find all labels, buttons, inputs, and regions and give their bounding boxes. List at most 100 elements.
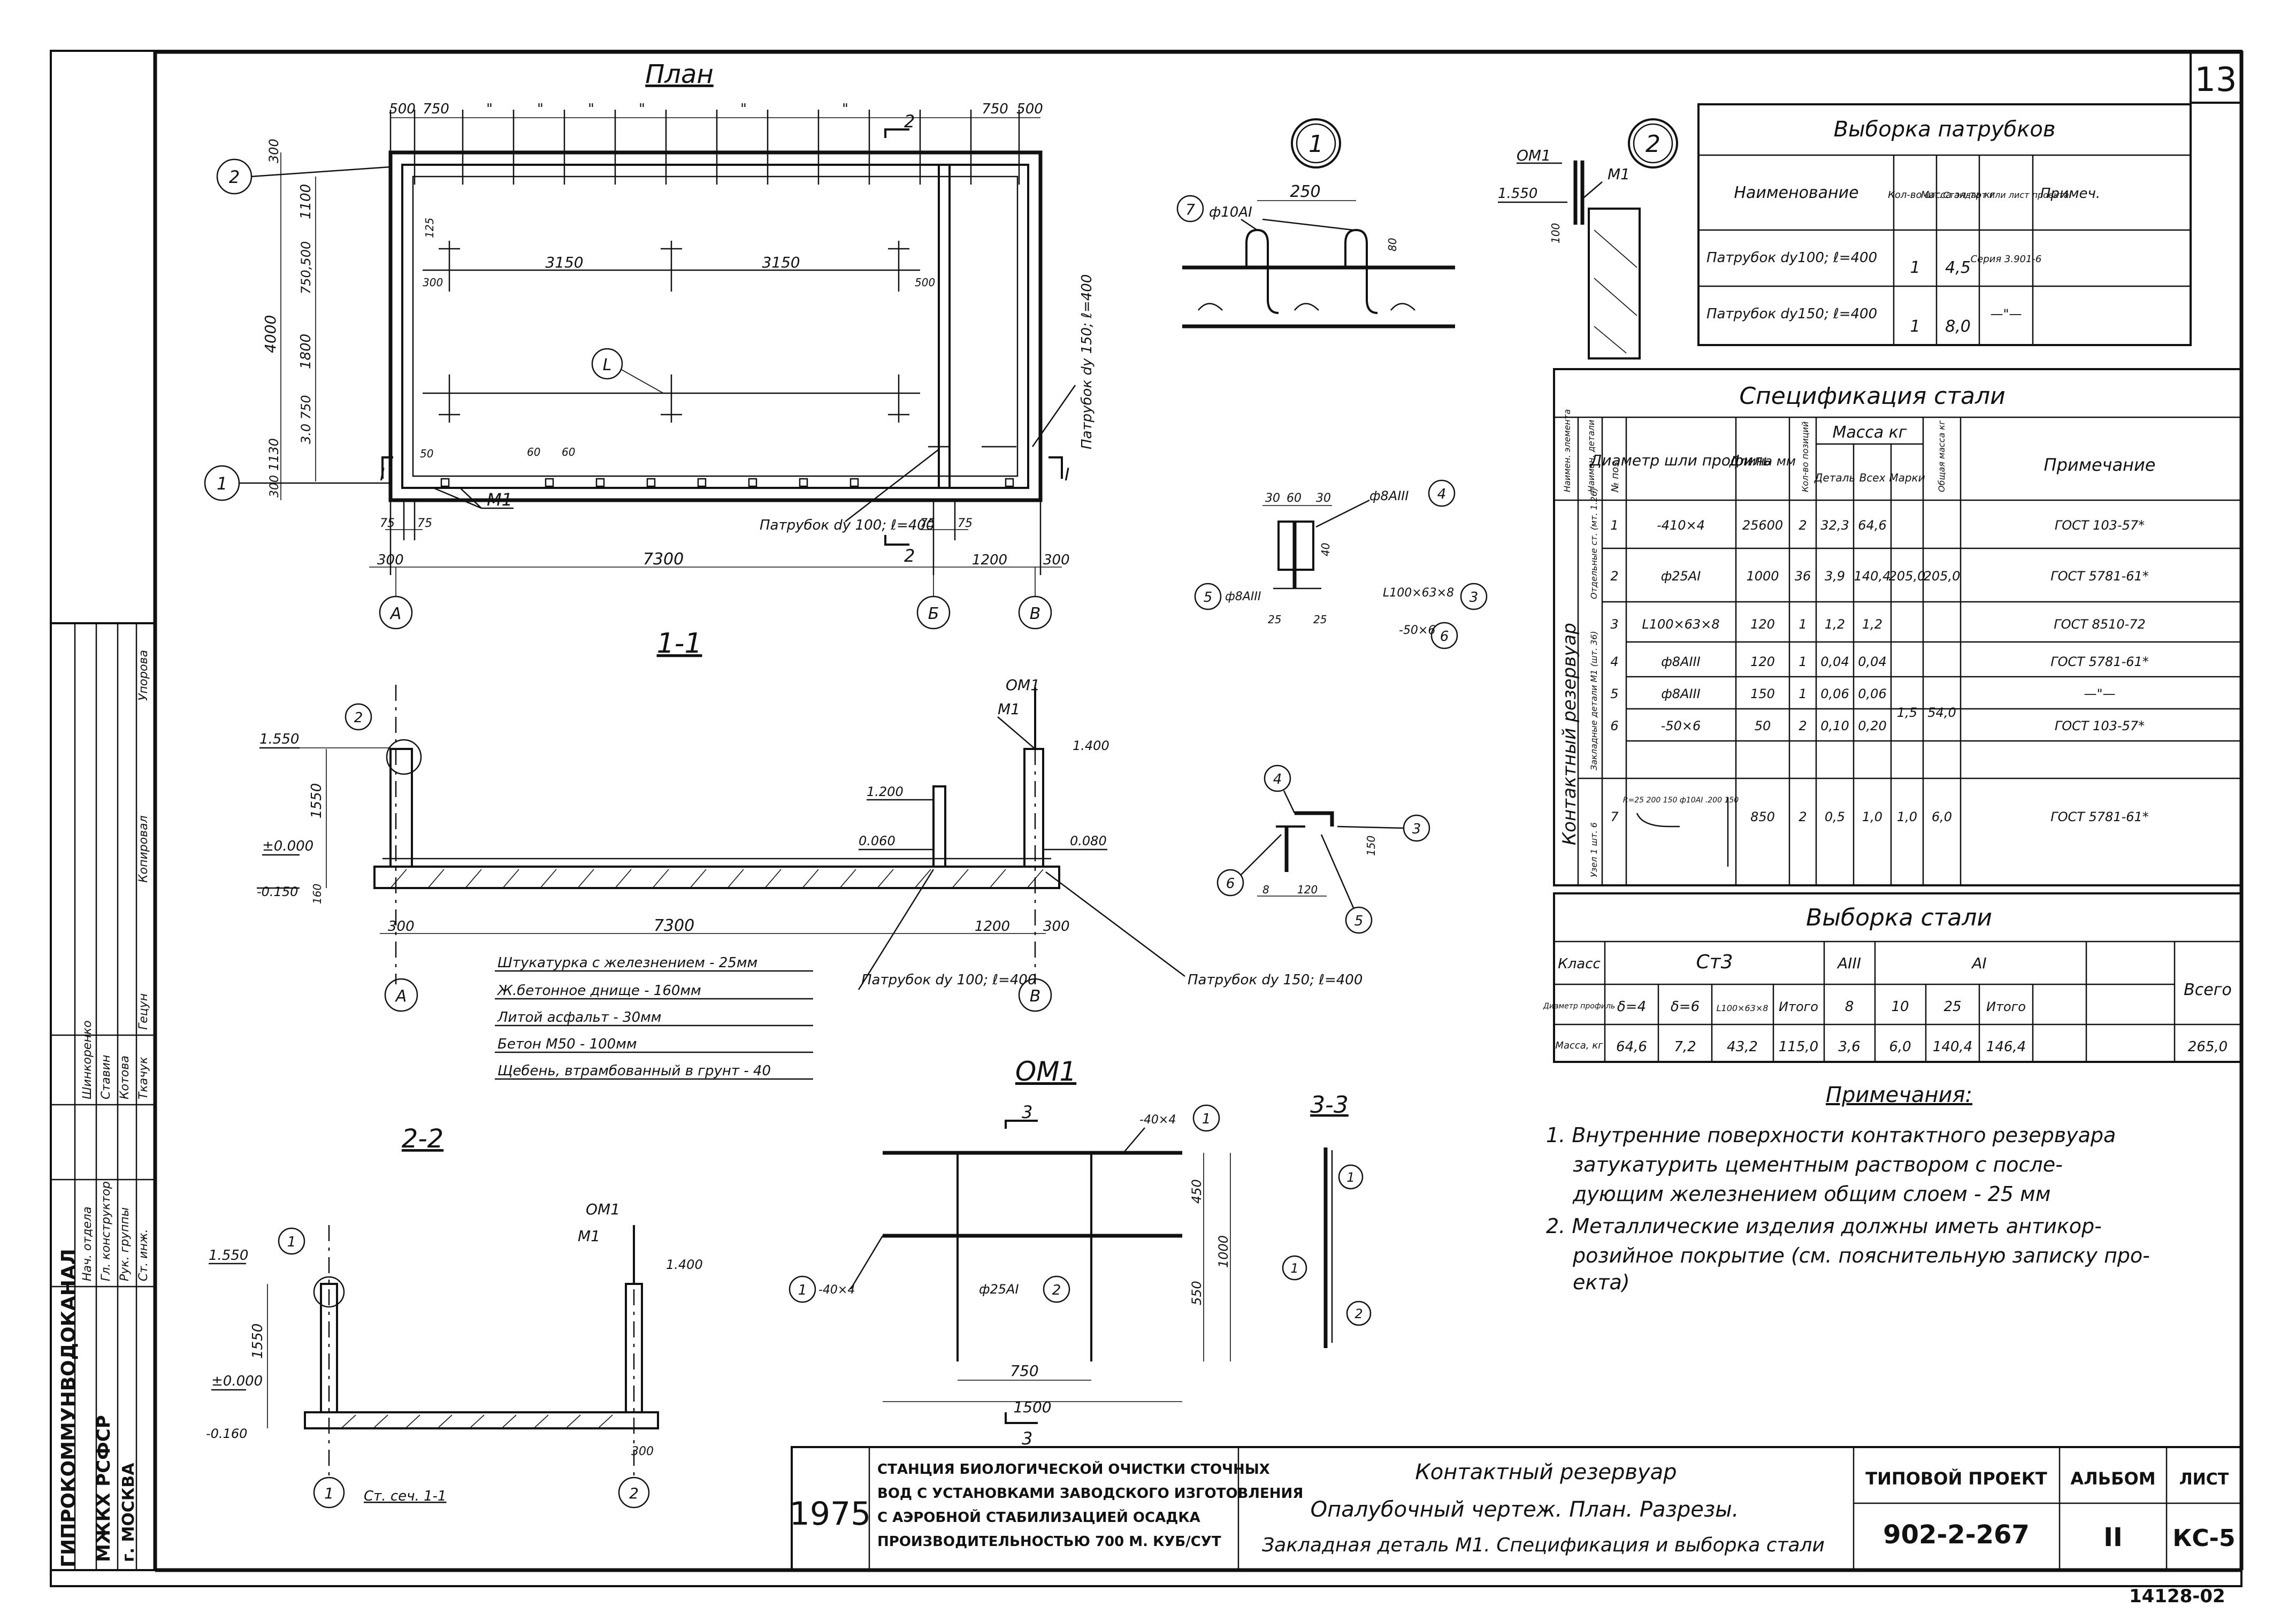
svg-text:6: 6 — [1226, 876, 1235, 892]
svg-text:ГИПРОКОММУНВОДОКАНАЛ: ГИПРОКОММУНВОДОКАНАЛ — [58, 1249, 80, 1567]
svg-text:Узел 1 шт. 6: Узел 1 шт. 6 — [1589, 822, 1599, 877]
svg-text:Патрубок dу150; ℓ=400: Патрубок dу150; ℓ=400 — [1706, 306, 1877, 322]
svg-text:Всего: Всего — [2184, 981, 2232, 999]
svg-text:Патрубок dу100; ℓ=400: Патрубок dу100; ℓ=400 — [1706, 250, 1877, 266]
steel-select-table: Выборка стали Класс Ст3 АIII АI Всего Ди… — [1543, 892, 2243, 1063]
svg-text:1: 1 — [1290, 1261, 1298, 1276]
svg-text:10: 10 — [1891, 999, 1909, 1015]
svg-text:300: 300 — [1043, 552, 1070, 568]
svg-text:75: 75 — [920, 517, 935, 530]
svg-text:ОМ1: ОМ1 — [1006, 676, 1040, 694]
section-1-1: 1-1 1.550 ±0.000 -0.150 — [257, 628, 1363, 1080]
svg-text:Бетон М50 - 100мм: Бетон М50 - 100мм — [498, 1036, 637, 1052]
svg-text:Литой асфальт - 30мм: Литой асфальт - 30мм — [497, 1009, 661, 1026]
svg-text:Котова: Котова — [118, 1055, 132, 1099]
svg-text:0.060: 0.060 — [859, 833, 896, 848]
plan-title: План — [645, 59, 714, 89]
svg-text:50: 50 — [1755, 718, 1771, 733]
svg-text:5: 5 — [1354, 913, 1364, 929]
svg-text:Патрубок dу 100; ℓ=400: Патрубок dу 100; ℓ=400 — [861, 972, 1036, 988]
svg-text:АIII: АIII — [1836, 954, 1861, 972]
svg-text:150: 150 — [1365, 836, 1377, 856]
svg-text:1: 1 — [1308, 131, 1323, 158]
section-3-3: 3-3 1 1 2 — [1282, 1091, 1372, 1348]
steel-select-title: Выборка стали — [1806, 904, 1992, 931]
title-block: 1975 СТАНЦИЯ БИОЛОГИЧЕСКОЙ ОЧИСТКИ СТОЧН… — [790, 1446, 2243, 1607]
svg-text:Общая масса кг: Общая масса кг — [1937, 420, 1947, 492]
svg-text:Шинкоренко: Шинкоренко — [81, 1020, 94, 1099]
svg-text:Упорова: Упорова — [137, 650, 150, 701]
svg-text:2: 2 — [1646, 131, 1660, 158]
svg-text:500: 500 — [389, 101, 416, 117]
svg-text:146,4: 146,4 — [1986, 1039, 2026, 1055]
axis-V-plan: В — [1030, 605, 1041, 623]
svg-text:7: 7 — [1185, 201, 1195, 218]
svg-text:Ж.бетонное днище - 160мм: Ж.бетонное днище - 160мм — [496, 983, 701, 999]
svg-text:750,500: 750,500 — [299, 241, 313, 294]
svg-text:I: I — [380, 464, 385, 485]
svg-text:Штукатурка с железнением - 25м: Штукатурка с железнением - 25мм — [498, 955, 757, 971]
svg-text:Ткачук: Ткачук — [137, 1057, 150, 1099]
plan-callout-1: 1 — [217, 473, 227, 494]
spec-row-6: 6 -50×6 50 2 0,10 0,20 ГОСТ 103-57* — [1610, 718, 2145, 733]
svg-text:0,10: 0,10 — [1820, 718, 1849, 733]
svg-text:1: 1 — [1346, 1170, 1354, 1185]
svg-text:±0.000: ±0.000 — [211, 1373, 263, 1389]
svg-text:1500: 1500 — [1013, 1398, 1051, 1416]
svg-text:1,2: 1,2 — [1862, 617, 1882, 632]
svg-text:6: 6 — [1440, 629, 1449, 645]
svg-text:1200: 1200 — [972, 552, 1007, 568]
section-2-2: 2-2 1.550 ±0.000 -0.160 1.400 1550 1 ОМ1… — [206, 1124, 703, 1509]
svg-text:3: 3 — [1470, 590, 1479, 606]
svg-text:В: В — [1030, 987, 1041, 1006]
svg-text:80: 80 — [1386, 238, 1399, 251]
svg-text:СТАНЦИЯ БИОЛОГИЧЕСКОЙ ОЧИСТКИ: СТАНЦИЯ БИОЛОГИЧЕСКОЙ ОЧИСТКИ СТОЧНЫХ — [877, 1460, 1270, 1478]
svg-text:Наименование: Наименование — [1734, 183, 1858, 202]
embed-detail-m1: 30 60 30 40 ф8АIII 4 L100×63×8 3 -50×6 6… — [1194, 479, 1488, 649]
plan-pipe1-label: Патрубок dу 100; ℓ=400 — [760, 517, 935, 533]
svg-text:1.200: 1.200 — [867, 784, 904, 799]
svg-text:ВОД С УСТАНОВКАМИ ЗАВОДСКОГО И: ВОД С УСТАНОВКАМИ ЗАВОДСКОГО ИЗГОТОВЛЕНИ… — [877, 1486, 1303, 1502]
svg-text:850: 850 — [1750, 809, 1775, 824]
svg-text:Копировал: Копировал — [137, 815, 150, 883]
svg-text:4: 4 — [1610, 654, 1618, 669]
plan-callout-2: 2 — [229, 167, 240, 187]
svg-text:1,0: 1,0 — [1862, 809, 1882, 824]
svg-text:М1: М1 — [578, 1227, 600, 1245]
plan-pipe2-label: Патрубок dу 150; ℓ=400 — [1079, 274, 1095, 449]
spec-row-2: 2 ф25АI 1000 36 3,9 140,4 205,0 205,0 ГО… — [1610, 569, 2148, 584]
svg-text:ТИПОВОЙ ПРОЕКТ: ТИПОВОЙ ПРОЕКТ — [1865, 1468, 2047, 1489]
svg-text:150: 150 — [1750, 686, 1775, 701]
svg-text:L100×63×8: L100×63×8 — [1642, 617, 1719, 632]
svg-text:60: 60 — [527, 446, 540, 458]
svg-text:25: 25 — [1943, 999, 1961, 1015]
svg-text:ГОСТ 5781-61*: ГОСТ 5781-61* — [2050, 809, 2149, 824]
svg-text:43,2: 43,2 — [1727, 1039, 1758, 1055]
svg-text:0.080: 0.080 — [1070, 833, 1107, 848]
svg-text:Диаметр профиль: Диаметр профиль — [1543, 1002, 1615, 1011]
svg-text:С АЭРОБНОЙ СТАБИЛИЗАЦИЕЙ ОСАДК: С АЭРОБНОЙ СТАБИЛИЗАЦИЕЙ ОСАДКА — [877, 1509, 1200, 1526]
svg-text:4000: 4000 — [262, 315, 279, 353]
svg-text:25: 25 — [1313, 613, 1327, 626]
svg-text:205,0: 205,0 — [1889, 569, 1926, 584]
svg-text:Длина мм: Длина мм — [1729, 454, 1796, 469]
spec-row-5: 5 ф8АIII 150 1 0,06 0,06 1,5 54,0 —"— — [1610, 686, 2115, 720]
svg-text:120: 120 — [1297, 883, 1318, 896]
svg-text:R=25 200 150 ф10АI .200 150: R=25 200 150 ф10АI .200 150 — [1623, 796, 1739, 805]
svg-text:0,06: 0,06 — [1820, 686, 1849, 701]
svg-text:А: А — [395, 987, 407, 1006]
svg-text:140,4: 140,4 — [1933, 1039, 1972, 1055]
svg-text:7: 7 — [1610, 809, 1619, 824]
svg-text:115,0: 115,0 — [1779, 1039, 1818, 1055]
svg-text:Всех: Всех — [1859, 471, 1886, 484]
svg-text:1: 1 — [1798, 686, 1807, 701]
plan-label-m1: М1 — [487, 489, 512, 510]
svg-text:Деталь: Деталь — [1814, 471, 1855, 484]
plan-section-mark-2-top: 2 — [904, 111, 915, 132]
svg-text:1000: 1000 — [1216, 1235, 1231, 1268]
sheet-number: 13 — [2195, 60, 2237, 99]
svg-text:64,6: 64,6 — [1858, 518, 1886, 533]
steel-spec-title: Спецификация стали — [1739, 382, 2005, 410]
detail-1: 1 250 ф10АI 7 80 — [1176, 118, 1455, 328]
svg-text:М1: М1 — [1608, 165, 1630, 183]
